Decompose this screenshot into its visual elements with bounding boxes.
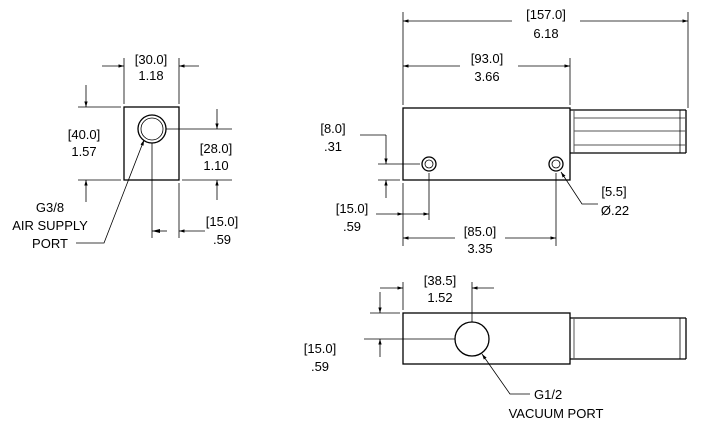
vacuum-port-callout: G1/2 VACUUM PORT [481, 353, 604, 421]
hole-height-in: .31 [324, 139, 342, 154]
overall-length-in: 6.18 [533, 26, 558, 41]
hole-height-mm: [8.0] [320, 121, 345, 136]
end-port-height-mm: [28.0] [200, 141, 233, 156]
hole-offset-dimension: [15.0] .59 [336, 173, 430, 234]
hole-offset-in: .59 [343, 219, 361, 234]
end-port-offset-in: .59 [213, 232, 231, 247]
hole-dia-mm: [5.5] [601, 184, 626, 199]
hole-spacing-in: 3.35 [467, 241, 492, 256]
end-view-port-height-dimension: [28.0] 1.10 [166, 109, 232, 200]
end-view-body [123, 106, 180, 181]
vacuum-port-position-dimension: [38.5] 1.52 [380, 273, 494, 322]
overall-length-dimension: [157.0] 6.18 [402, 7, 689, 108]
air-supply-port-inner [140, 117, 164, 141]
air-supply-port-callout: G3/8 AIR SUPPLY PORT [12, 139, 145, 251]
vacuum-port-label-line2: VACUUM PORT [509, 406, 604, 421]
hole-spacing-mm: [85.0] [464, 224, 497, 239]
end-port-offset-mm: [15.0] [206, 214, 239, 229]
end-view: [30.0] 1.18 [40.0] 1.57 [28.0] 1.10 [12, 52, 238, 251]
hole-offset-mm: [15.0] [336, 201, 369, 216]
hole-diameter-callout: [5.5] Ø.22 [560, 171, 629, 218]
end-view-height-dimension: [40.0] 1.57 [68, 85, 121, 202]
side-view: [157.0] 6.18 [93.0] 3.66 [8.0] .31 [15. [320, 7, 689, 256]
mount-hole-right-inner [551, 159, 561, 169]
side-view-rod [570, 109, 687, 154]
end-width-in: 1.18 [138, 68, 163, 83]
side-view-body [402, 107, 571, 181]
vacuum-port-height-in: .59 [311, 359, 329, 374]
vacuum-port-pos-in: 1.52 [427, 290, 452, 305]
vacuum-port-pos-mm: [38.5] [424, 273, 457, 288]
air-port-label-line2: AIR SUPPLY [12, 218, 88, 233]
mount-hole-left-inner [424, 159, 434, 169]
top-view: [38.5] 1.52 [15.0] .59 G1/2 VACUUM PORT [304, 273, 687, 421]
top-view-rod [570, 317, 687, 360]
air-port-label-line3: PORT [32, 236, 68, 251]
body-length-dimension: [93.0] 3.66 [403, 51, 571, 105]
overall-length-mm: [157.0] [526, 7, 566, 22]
vacuum-port-height-mm: [15.0] [304, 341, 337, 356]
top-view-body [402, 312, 571, 365]
hole-spacing-dimension: [85.0] 3.35 [402, 173, 557, 256]
vacuum-port-height-dimension: [15.0] .59 [304, 292, 455, 374]
end-view-width-dimension: [30.0] 1.18 [102, 52, 199, 104]
hole-height-dimension: [8.0] .31 [320, 121, 420, 198]
mount-hole-right-outer [548, 156, 564, 172]
vacuum-port-label-line1: G1/2 [534, 387, 562, 402]
mount-hole-left-outer [421, 156, 437, 172]
vacuum-port [454, 321, 490, 357]
end-height-mm: [40.0] [68, 127, 101, 142]
air-port-label-line1: G3/8 [36, 200, 64, 215]
body-length-in: 3.66 [474, 69, 499, 84]
body-length-mm: [93.0] [471, 51, 504, 66]
hole-dia-in: Ø.22 [601, 203, 629, 218]
end-port-height-in: 1.10 [203, 158, 228, 173]
end-view-port-offset-dimension: [15.0] .59 [151, 143, 239, 247]
air-supply-port-outer [137, 114, 167, 144]
end-height-in: 1.57 [71, 144, 96, 159]
end-width-mm: [30.0] [135, 52, 168, 67]
